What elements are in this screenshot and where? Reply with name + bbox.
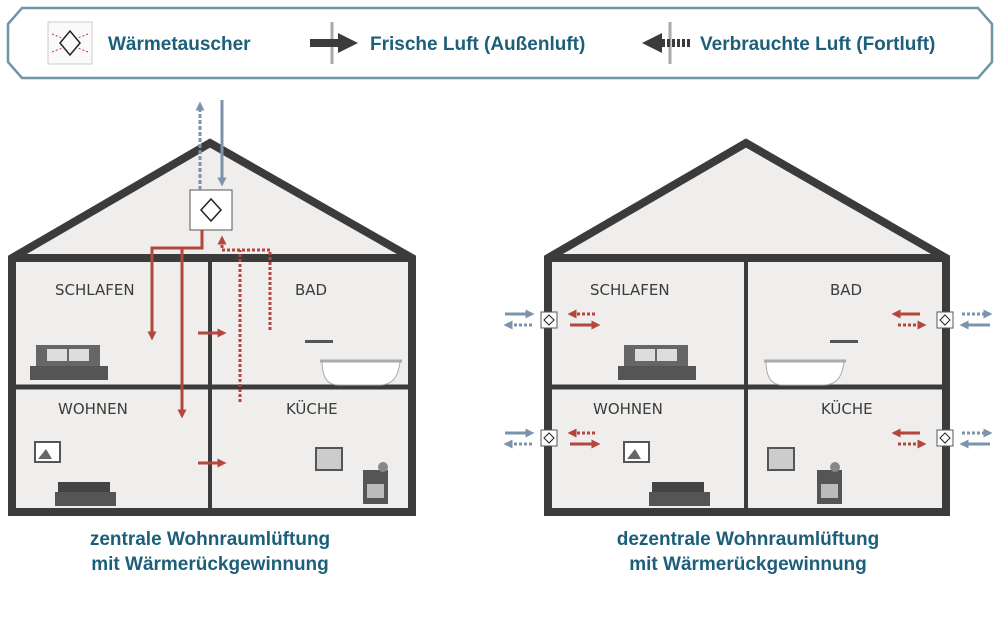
caption-line-1: dezentrale Wohnraumlüftung — [617, 529, 879, 550]
legend-exhaust-air-label: Verbrauchte Luft (Fortluft) — [700, 34, 935, 55]
sofa-icon — [649, 482, 710, 506]
room-label-wohnen: WOHNEN — [58, 400, 128, 418]
sofa-icon — [55, 482, 116, 506]
heat-exchanger-unit-bad — [936, 311, 954, 329]
heat-exchanger-icon — [47, 21, 93, 65]
stove-icon — [817, 462, 842, 504]
supply-air-schlafen-arrow — [147, 230, 204, 341]
heat-exchanger-unit-kueche — [936, 429, 954, 447]
house-decentral: SCHLAFEN BAD WOHNEN KÜCHE — [503, 138, 993, 575]
caption-line-2: mit Wärmerückgewinnung — [629, 554, 867, 575]
extract-air-bad-arrow — [217, 235, 272, 330]
bed-icon — [30, 345, 108, 380]
legend-frame — [6, 6, 994, 80]
caption-line-2: mit Wärmerückgewinnung — [91, 554, 329, 575]
house-central: SCHLAFEN BAD WOHNEN KÜCHE zentrale Wohnr… — [8, 100, 416, 575]
cabinet-icon — [315, 447, 343, 471]
stove-icon — [363, 462, 388, 504]
legend: Wärmetauscher Frische Luft (Außenluft) V… — [6, 6, 994, 80]
central-heat-exchanger-icon — [189, 189, 233, 231]
heat-exchanger-unit-wohnen — [540, 429, 558, 447]
cabinet-icon — [767, 447, 795, 471]
bathtub-icon — [764, 340, 858, 386]
room-label-schlafen: SCHLAFEN — [590, 281, 670, 299]
fresh-air-arrow-icon — [310, 22, 358, 64]
exhaust-air-arrow-icon — [642, 22, 690, 64]
picture-frame-icon — [34, 441, 61, 463]
room-label-bad: BAD — [295, 281, 327, 299]
legend-heat-exchanger-label: Wärmetauscher — [108, 34, 251, 55]
picture-frame-icon — [623, 441, 650, 463]
legend-fresh-air-label: Frische Luft (Außenluft) — [370, 34, 585, 55]
bed-icon — [618, 345, 696, 380]
bathtub-icon — [305, 340, 402, 386]
heat-exchanger-unit-schlafen — [540, 311, 558, 329]
room-label-schlafen: SCHLAFEN — [55, 281, 135, 299]
caption-line-1: zentrale Wohnraumlüftung — [90, 529, 330, 550]
room-label-kueche: KÜCHE — [286, 399, 338, 418]
room-label-kueche: KÜCHE — [821, 399, 873, 418]
room-label-wohnen: WOHNEN — [593, 400, 663, 418]
decentral-airflow-arrows — [503, 309, 993, 449]
room-label-bad: BAD — [830, 281, 862, 299]
